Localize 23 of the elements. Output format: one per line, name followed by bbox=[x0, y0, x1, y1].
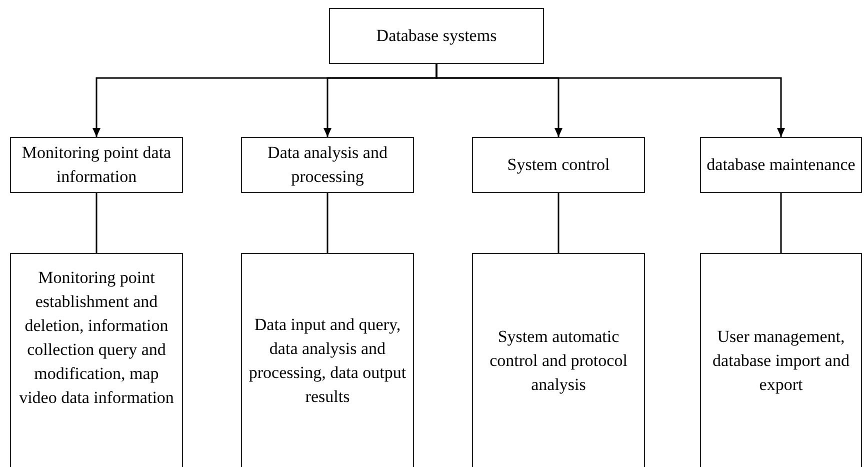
box-label: Data input and query, data analysis and processing, data output results bbox=[248, 314, 408, 408]
box-label: User management, database import and export bbox=[712, 326, 850, 396]
process-box bbox=[241, 253, 414, 467]
process-box bbox=[472, 253, 645, 467]
process-box bbox=[472, 137, 645, 193]
box-label: Monitoring point establishment and deletion, information collection query and modification, map video data information bbox=[18, 267, 175, 409]
connector-line bbox=[558, 193, 560, 253]
process-box bbox=[700, 253, 862, 467]
process-box bbox=[329, 8, 544, 64]
box-label: System control bbox=[507, 154, 610, 176]
box-label: Data analysis and processing bbox=[266, 142, 388, 188]
connector-line bbox=[436, 64, 785, 137]
box-label: Monitoring point data information bbox=[20, 142, 172, 188]
process-box bbox=[10, 253, 183, 467]
connector-line bbox=[326, 193, 328, 253]
process-box bbox=[10, 137, 183, 193]
box-label: database maintenance bbox=[706, 154, 856, 176]
process-box bbox=[700, 137, 862, 193]
connector-line bbox=[780, 193, 782, 253]
box-label: System automatic control and protocol analysis bbox=[488, 326, 628, 396]
connector-line bbox=[96, 193, 98, 253]
process-box bbox=[241, 137, 414, 193]
box-label: Database systems bbox=[376, 25, 497, 47]
